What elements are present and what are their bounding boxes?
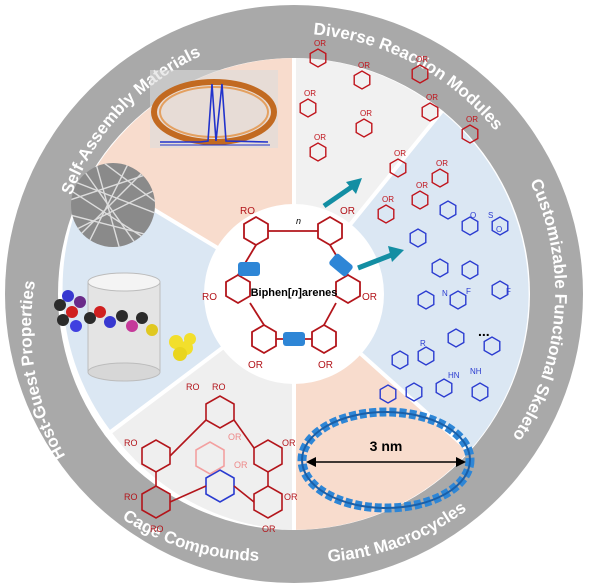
skeleton-f-label: F (466, 287, 471, 296)
reaction-module-ring (411, 64, 429, 84)
reaction-module-or: OR (466, 115, 478, 124)
core-ro-left: RO (202, 292, 217, 303)
core-title: Biphen[n]arenes (251, 287, 338, 299)
giant-macrocycle: 3 nm (297, 407, 475, 513)
cage-or-5: OR (234, 460, 248, 470)
gel-ring-photo (150, 70, 278, 148)
reaction-module-or: OR (416, 55, 428, 64)
core-substituent-labels: RO OR RO OR OR OR (202, 206, 377, 371)
skeleton-ring (409, 228, 427, 248)
cage-ro-5: RO (150, 524, 164, 534)
arrow-to-reaction-modules (322, 181, 358, 209)
reaction-module-or: OR (416, 181, 428, 190)
skeleton-ring (447, 328, 465, 348)
reaction-module-ring (421, 102, 439, 122)
reaction-module-ring (309, 48, 327, 68)
skeleton-hn-label: HN (448, 371, 460, 380)
cage-ro-3: RO (124, 438, 138, 448)
reaction-module-ring (353, 70, 371, 90)
cage-or-4: OR (228, 432, 242, 442)
skeleton-ellipsis: ... (478, 323, 490, 339)
reaction-module-ring (377, 204, 395, 224)
skeleton-o-label: O (496, 225, 502, 234)
skeleton-n-label: N (442, 289, 448, 298)
reaction-module-ring (299, 98, 317, 118)
reaction-module-ring (411, 190, 429, 210)
reaction-module-or: OR (382, 195, 394, 204)
cage-ro-1: RO (186, 382, 200, 392)
skeleton-ring (491, 216, 509, 236)
reaction-module-or: OR (426, 93, 438, 102)
skeleton-ring (449, 290, 467, 310)
cage-labels: RO RO RO OR RO OR RO OR OR OR (124, 382, 298, 534)
reaction-modules-group: OR OR OR OR OR OR OR OR OR OR OR OR (299, 39, 479, 224)
skeleton-ring (391, 350, 409, 370)
skeleton-ring (405, 382, 423, 402)
reaction-module-ring (389, 158, 407, 178)
linker-block-bottom (283, 332, 305, 346)
skeleton-s-label: S (488, 211, 493, 220)
core-or-right: OR (362, 292, 377, 303)
reaction-module-or: OR (436, 159, 448, 168)
cage-or-2: OR (284, 492, 298, 502)
reaction-module-or: OR (358, 61, 370, 70)
panel-functional-skeletons (294, 110, 529, 450)
core-repeat-n: n (296, 216, 301, 226)
skeleton-f-label: F (506, 287, 511, 296)
reaction-module-ring (461, 124, 479, 144)
skeleton-ring (435, 378, 453, 398)
cage-ro-4: RO (124, 492, 138, 502)
reaction-module-or: OR (314, 133, 326, 142)
skeleton-ring (417, 346, 435, 366)
skeleton-ring (461, 260, 479, 280)
arrowhead-reaction-modules (346, 178, 362, 194)
reaction-module-ring (431, 168, 449, 188)
skeleton-ring (431, 258, 449, 278)
reaction-module-ring (355, 118, 373, 138)
skeleton-o-label: O (470, 211, 476, 220)
arrowhead-skeletons (388, 246, 404, 262)
cage-or-3: OR (262, 524, 276, 534)
skeleton-ring (483, 336, 501, 356)
reaction-module-or: OR (314, 39, 326, 48)
core-ro-top: RO (240, 206, 255, 217)
cage-compound-structure (141, 395, 283, 519)
core-or-top: OR (340, 206, 355, 217)
cage-ro-2: RO (212, 382, 226, 392)
core-or-bottom-left: OR (248, 360, 263, 371)
skeleton-ring (417, 290, 435, 310)
skeleton-nh-label: NH (470, 367, 482, 376)
center-disc (204, 204, 384, 384)
reaction-module-or: OR (360, 109, 372, 118)
macrocycle-size-label: 3 nm (370, 438, 403, 454)
arrow-to-skeletons (357, 251, 395, 271)
skeleton-ring (461, 216, 479, 236)
skeleton-r-label: R (420, 339, 426, 348)
functional-skeletons-group: F F O O R NH HN S N (379, 200, 511, 404)
skeleton-ring (471, 382, 489, 402)
skeleton-ring (491, 280, 509, 300)
linker-block-left (238, 262, 260, 276)
skeleton-ring (439, 200, 457, 220)
cage-or-1: OR (282, 438, 296, 448)
core-or-bottom-right: OR (318, 360, 333, 371)
reaction-module-or: OR (304, 89, 316, 98)
skeleton-ring (379, 384, 397, 404)
linker-block-right (329, 253, 353, 277)
host-guest-model (54, 272, 196, 382)
reaction-module-ring (309, 142, 327, 162)
reaction-module-or: OR (394, 149, 406, 158)
